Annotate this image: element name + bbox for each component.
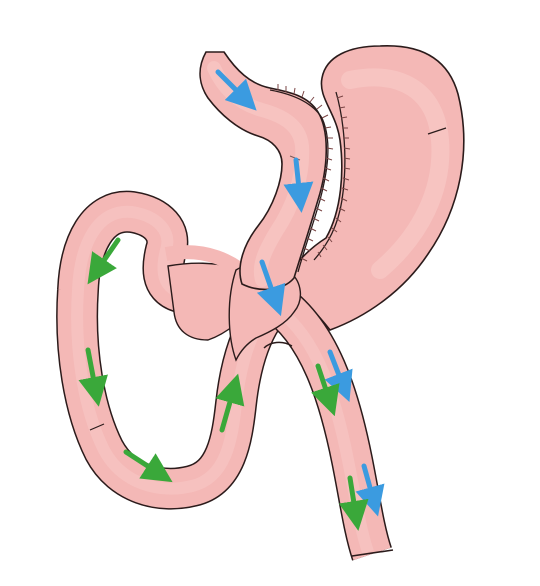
arrow-esophagus: [215, 69, 257, 111]
arrow-efferent-lower: [355, 463, 385, 517]
bile-flow-arrows: [78, 237, 369, 531]
arrow-gastric-pouch-lower: [256, 259, 286, 317]
limb-notch: [89, 423, 105, 431]
suture-remnant: [313, 91, 351, 261]
channel-end: [351, 549, 394, 557]
arrow-efferent-upper: [324, 349, 353, 402]
arrow-common-channel-upper: [311, 363, 340, 417]
arrow-gastric-pouch-upper: [283, 157, 314, 213]
gastric-pouch: [199, 51, 328, 291]
stomach-highlight: [341, 68, 450, 279]
arrow-biliopancreatic-limb-4: [215, 373, 245, 433]
suture-pouch: [269, 84, 334, 273]
food-flow-arrows: [215, 69, 385, 517]
arrow-common-channel-lower: [338, 475, 369, 531]
arrow-biliopancreatic-limb-1: [87, 237, 121, 285]
arrow-biliopancreatic-limb-2: [78, 347, 108, 407]
arrow-biliopancreatic-limb-3: [123, 449, 173, 483]
remnant-stomach: [280, 45, 465, 331]
stomach-notch: [427, 127, 447, 135]
